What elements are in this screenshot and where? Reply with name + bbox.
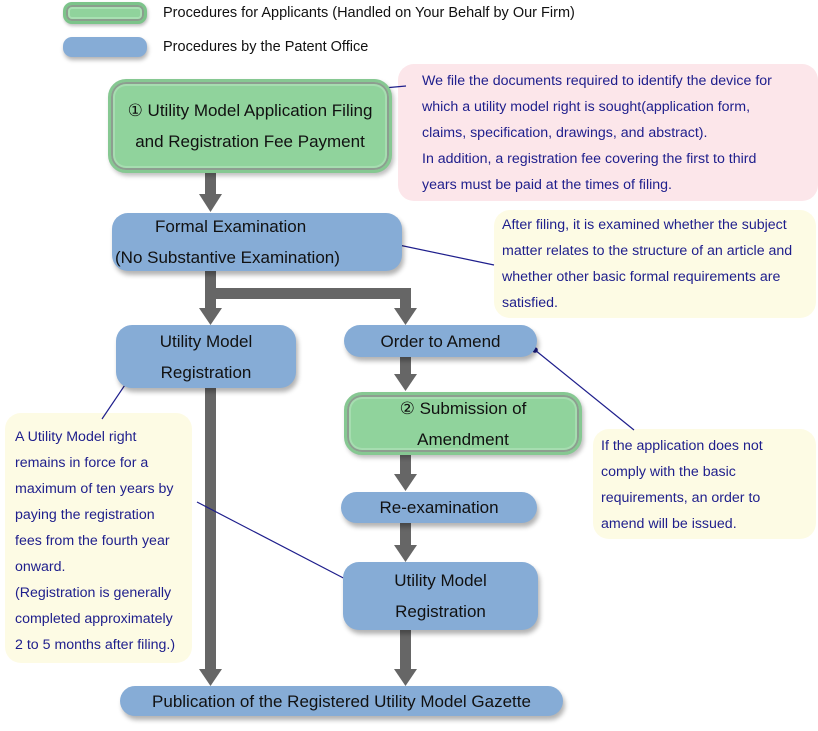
note-line: maximum of ten years by (15, 481, 174, 497)
note-line: fees from the fourth year (15, 533, 170, 549)
note-order-amend: If the application does not comply with … (593, 429, 816, 539)
node-line: Order to Amend (380, 331, 501, 351)
node-application-filing: ① Utility Model Application Filing and R… (108, 79, 392, 173)
node-line: Re-examination (379, 498, 499, 517)
arrow-shaft (205, 270, 216, 308)
note-line: A Utility Model right (15, 429, 137, 445)
note-filing: We file the documents required to identi… (398, 64, 818, 201)
arrow-head (394, 474, 417, 491)
note-line: If the application does not (601, 438, 763, 454)
note-line: (Registration is generally (15, 585, 172, 601)
node-line: and Registration Fee Payment (135, 132, 365, 151)
note-line: claims, specification, drawings, and abs… (422, 125, 708, 141)
note-line: We file the documents required to identi… (422, 73, 772, 89)
note-line: years must be paid at the times of filin… (422, 177, 672, 193)
arrow-head (394, 669, 417, 686)
node-registration-left: Utility Model Registration (116, 325, 296, 388)
node-submission-of-amendment: ② Submission of Amendment (344, 392, 582, 455)
node-line: Utility Model (159, 331, 253, 351)
node-line: Utility Model (394, 571, 487, 590)
arrow-head (394, 308, 417, 325)
connector-formal-note (393, 243, 495, 266)
node-line: ① Utility Model Application Filing (127, 101, 373, 120)
arrow-shaft (205, 387, 216, 670)
note-line: whether other basic formal requirements … (502, 269, 781, 285)
note-line: which a utility model right is sought(ap… (422, 99, 751, 115)
note-line: After filing, it is examined whether the… (502, 217, 787, 233)
note-line: In addition, a registration fee covering… (422, 151, 757, 167)
node-line: Registration (160, 362, 252, 382)
note-line: completed approximately (15, 611, 173, 627)
note-line: paying the registration (15, 507, 155, 523)
arrow-head (199, 194, 222, 212)
node-line: Registration (395, 602, 486, 621)
note-line: comply with the basic (601, 464, 736, 480)
note-line: satisfied. (502, 295, 558, 311)
arrow-branch (205, 288, 411, 299)
node-gazette-publication: Publication of the Registered Utility Mo… (120, 686, 563, 716)
node-line: Formal Examination (155, 217, 307, 236)
arrow-shaft (400, 288, 411, 309)
note-line: matter relates to the structure of an ar… (502, 243, 793, 259)
node-re-examination: Re-examination (341, 492, 537, 523)
note-line: onward. (15, 559, 66, 575)
arrow-head (199, 308, 222, 325)
node-line: Amendment (417, 429, 509, 449)
node-line: (No Substantive Examination) (115, 248, 340, 267)
legend-swatch-applicant (63, 2, 147, 24)
arrow-shaft (400, 454, 411, 474)
arrow-shaft (400, 356, 411, 374)
connector-registration-right (196, 501, 354, 584)
arrow-head (394, 545, 417, 562)
node-line: ② Submission of (399, 398, 527, 418)
node-line: Publication of the Registered Utility Mo… (152, 691, 531, 711)
note-line: requirements, an order to (601, 490, 761, 506)
legend-swatch-office (63, 37, 147, 57)
node-order-to-amend: Order to Amend (344, 325, 537, 357)
node-formal-examination: Formal Examination (No Substantive Exami… (112, 213, 402, 271)
arrow-head (394, 374, 417, 391)
note-registration: A Utility Model right remains in force f… (5, 413, 192, 663)
arrow-shaft (400, 630, 411, 670)
legend-label-applicant: Procedures for Applicants (Handled on Yo… (163, 5, 575, 21)
note-line: 2 to 5 months after filing.) (15, 637, 176, 653)
note-line: remains in force for a (15, 455, 149, 471)
note-formal-exam: After filing, it is examined whether the… (494, 210, 816, 318)
arrow-shaft (400, 522, 411, 545)
note-line: amend will be issued. (601, 516, 737, 532)
legend-label-office: Procedures by the Patent Office (163, 39, 369, 55)
node-registration-right: Utility Model Registration (343, 562, 538, 630)
arrow-head (199, 669, 222, 686)
arrow-shaft (205, 172, 216, 194)
